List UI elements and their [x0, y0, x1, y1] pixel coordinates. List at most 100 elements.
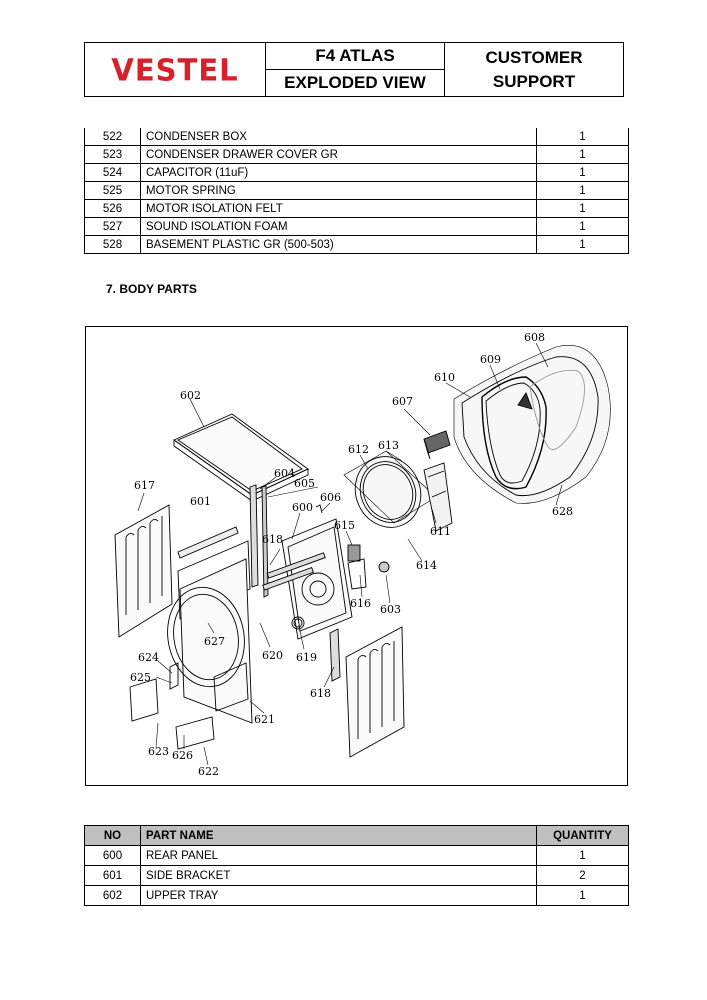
header-part-name: PART NAME	[140, 825, 537, 846]
header-no: NO	[84, 825, 141, 846]
side-bracket-part	[177, 526, 239, 559]
leader-lines	[137, 342, 563, 766]
part-qty: 1	[536, 217, 629, 236]
part-no: 527	[84, 217, 141, 236]
logo-text: VESTEL	[111, 51, 239, 88]
label-605: 605	[294, 477, 315, 490]
label-606: 606	[320, 491, 341, 504]
label-612: 612	[348, 443, 369, 456]
exploded-view-diagram: 602 617 601 604 605 600 606 615 618 607 …	[85, 326, 628, 786]
vestel-logo: VESTEL	[85, 43, 266, 96]
header-quantity: QUANTITY	[536, 825, 629, 846]
door-gasket-part	[453, 345, 611, 504]
label-611: 611	[430, 525, 451, 538]
part-qty: 1	[536, 163, 629, 182]
label-628: 628	[552, 505, 573, 518]
vertical-profile-part	[249, 484, 269, 598]
part-name: UPPER TRAY	[140, 885, 537, 906]
label-603: 603	[380, 603, 401, 616]
part-qty: 1	[536, 885, 629, 906]
label-621: 621	[254, 713, 275, 726]
part-no: 601	[84, 865, 141, 886]
upper-tray-part	[173, 413, 309, 502]
part-qty: 1	[536, 235, 629, 254]
label-608: 608	[524, 331, 545, 344]
part-labels: 602 617 601 604 605 600 606 615 618 607 …	[130, 331, 573, 778]
label-619: 619	[296, 651, 317, 664]
rear-panel-part	[262, 518, 353, 640]
part-no: 602	[84, 885, 141, 906]
label-620: 620	[262, 649, 283, 662]
label-615: 615	[334, 519, 355, 532]
part-qty: 1	[536, 199, 629, 218]
document-header: VESTEL F4 ATLAS EXPLODED VIEW CUSTOMER S…	[84, 42, 624, 97]
part-qty: 1	[536, 145, 629, 164]
label-625: 625	[130, 671, 151, 684]
part-name: SOUND ISOLATION FOAM	[140, 217, 537, 236]
customer-support-block: CUSTOMER SUPPORT	[445, 43, 623, 96]
table-header-row: NO PART NAME QUANTITY	[84, 825, 629, 846]
left-side-panel-part	[114, 504, 173, 638]
right-side-panel-part	[345, 626, 405, 758]
label-601: 601	[190, 495, 211, 508]
part-name: MOTOR ISOLATION FELT	[140, 199, 537, 218]
part-qty: 1	[536, 181, 629, 200]
label-626: 626	[172, 749, 193, 762]
label-607: 607	[392, 395, 413, 408]
small-fittings-part	[291, 504, 390, 630]
part-name: BASEMENT PLASTIC GR (500-503)	[140, 235, 537, 254]
support-line-2: SUPPORT	[492, 71, 576, 91]
label-622: 622	[198, 765, 219, 778]
section-title: 7. BODY PARTS	[106, 282, 197, 296]
label-609: 609	[480, 353, 501, 366]
part-no: 526	[84, 199, 141, 218]
part-name: CONDENSER DRAWER COVER GR	[140, 145, 537, 164]
part-no: 524	[84, 163, 141, 182]
drum-ring-part	[343, 450, 437, 528]
label-614: 614	[416, 559, 437, 572]
label-610: 610	[434, 371, 455, 384]
label-623: 623	[148, 745, 169, 758]
label-617: 617	[134, 479, 155, 492]
filter-housing-part	[423, 430, 453, 532]
label-613: 613	[378, 439, 399, 452]
header-title-block: F4 ATLAS EXPLODED VIEW	[266, 43, 445, 96]
part-name: SIDE BRACKET	[140, 865, 537, 886]
lower-brackets-part	[293, 618, 341, 682]
front-panel-part	[167, 540, 253, 724]
lower-front-parts	[129, 662, 215, 750]
label-618-bottom: 618	[310, 687, 331, 700]
part-qty: 1	[536, 128, 629, 146]
label-602: 602	[180, 389, 201, 402]
label-600: 600	[292, 501, 313, 514]
label-627: 627	[204, 635, 225, 648]
part-qty: 1	[536, 845, 629, 866]
part-name: CAPACITOR (11uF)	[140, 163, 537, 182]
view-name: EXPLODED VIEW	[284, 73, 426, 92]
label-618-top: 618	[262, 533, 283, 546]
part-no: 523	[84, 145, 141, 164]
part-name: REAR PANEL	[140, 845, 537, 866]
support-line-1: CUSTOMER	[485, 47, 583, 67]
part-name: MOTOR SPRING	[140, 181, 537, 200]
part-qty: 2	[536, 865, 629, 886]
part-no: 525	[84, 181, 141, 200]
label-624: 624	[138, 651, 159, 664]
part-no: 600	[84, 845, 141, 866]
part-no: 522	[84, 128, 141, 146]
label-616: 616	[350, 597, 371, 610]
exploded-view-drawing: 602 617 601 604 605 600 606 615 618 607 …	[114, 331, 611, 778]
part-no: 528	[84, 235, 141, 254]
